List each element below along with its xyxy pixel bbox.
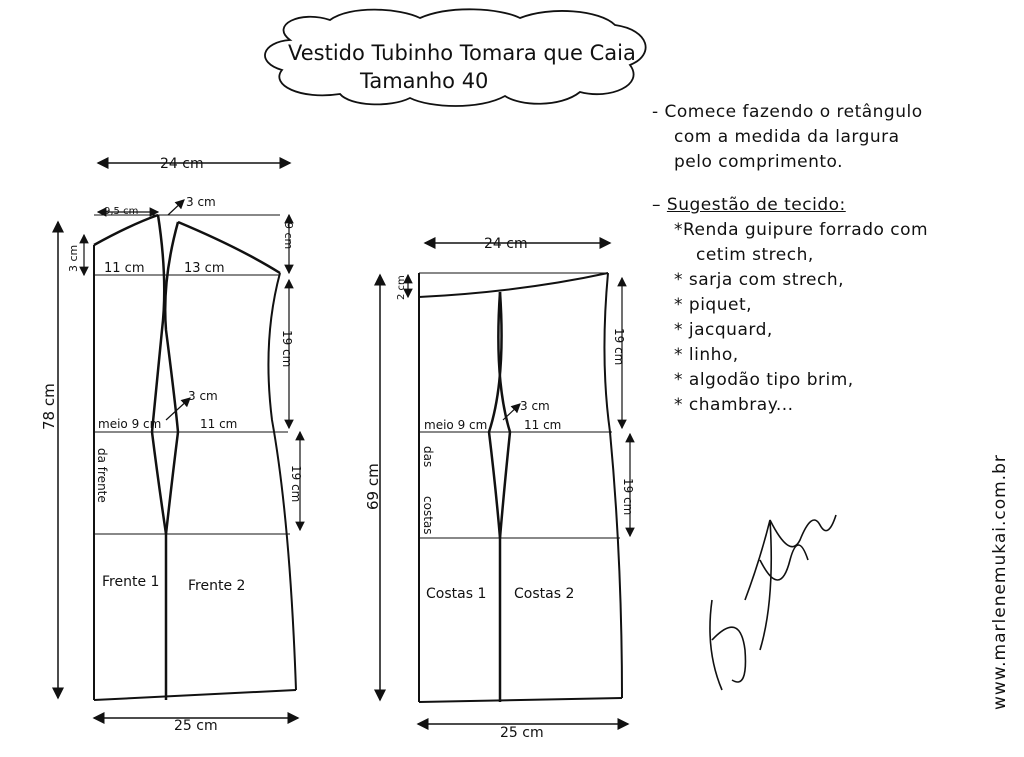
front-center-label: da frente <box>95 448 109 503</box>
back-dart-left <box>487 291 503 702</box>
back-piece-1-label: Costas 1 <box>426 586 486 602</box>
front-neckline-left <box>93 213 159 247</box>
back-top-curve <box>418 272 609 298</box>
instruction-step-1: - Comece fazendo o retângulo <box>652 102 923 122</box>
front-upper-section-label: 19 cm <box>280 330 294 367</box>
fabric-item: * sarja com strech, <box>674 270 845 290</box>
instructions-panel: - Comece fazendo o retângulo com a medid… <box>652 100 997 418</box>
front-dart-right <box>163 221 180 535</box>
front-width-bottom-label: 25 cm <box>174 718 218 734</box>
front-piece-1-label: Frente 1 <box>102 574 159 590</box>
fabric-title-text: Sugestão de tecido: <box>666 195 846 215</box>
instruction-step-1c: pelo comprimento. <box>674 152 844 172</box>
fabric-title: – Sugestão de tecido: <box>652 195 846 215</box>
front-pattern: 24 cm 25 cm 78 cm 9,5 cm 3 cm 3 cm 9 cm … <box>40 156 305 734</box>
back-pattern: 24 cm 25 cm 69 cm 2 cm 19 cm 3 cm meio 9… <box>364 236 635 741</box>
front-dart-left-top-label: 9,5 cm <box>104 206 138 217</box>
fabric-item: * linho, <box>674 345 739 365</box>
front-dart-open-arrow <box>167 199 185 216</box>
front-piece-2-label: Frente 2 <box>188 578 245 594</box>
front-waist-right-label: 11 cm <box>200 417 237 431</box>
front-bottom-edge <box>93 689 297 701</box>
fabric-item: * jacquard, <box>674 320 773 340</box>
website-url: www.marlenemukai.com.br <box>990 454 1010 710</box>
fabric-item: cetim strech, <box>696 245 814 265</box>
front-waist-dart-label: 3 cm <box>188 389 218 403</box>
front-neckline-right <box>177 220 281 275</box>
front-hip-section-label: 19 cm <box>289 465 303 502</box>
back-waist-left-label: meio 9 cm <box>424 418 487 432</box>
fabric-item: *Renda guipure forrado com <box>674 220 929 240</box>
back-center-label-1: das <box>421 446 435 467</box>
fabric-item: * piquet, <box>674 295 753 315</box>
title-cloud <box>264 8 647 107</box>
back-waist-dart-arrow <box>502 403 521 421</box>
back-bottom-edge <box>418 697 623 703</box>
front-dart-open-label: 3 cm <box>186 195 216 209</box>
title-line-2: Tamanho 40 <box>359 69 488 93</box>
front-length-label: 78 cm <box>40 383 58 430</box>
front-center-drop-label: 3 cm <box>67 245 80 272</box>
front-side-drop-label: 9 cm <box>282 222 295 249</box>
front-width-top-label: 24 cm <box>160 156 204 172</box>
back-width-top-label: 24 cm <box>484 236 528 252</box>
back-piece-2-label: Costas 2 <box>514 586 574 602</box>
instruction-step-1b: com a medida da largura <box>674 127 900 147</box>
front-bust-right-label: 13 cm <box>184 261 225 276</box>
back-center-label-2: costas <box>421 496 435 535</box>
front-bust-left-label: 11 cm <box>104 261 145 276</box>
back-hip-section-label: 19 cm <box>621 478 635 515</box>
back-waist-dart-label: 3 cm <box>520 399 550 413</box>
title-line-1: Vestido Tubinho Tomara que Caia <box>288 41 636 65</box>
back-waist-right-label: 11 cm <box>524 418 561 432</box>
back-side-seam <box>603 272 623 699</box>
fabric-item: * chambray... <box>674 395 794 415</box>
back-width-bottom-label: 25 cm <box>500 725 544 741</box>
front-waist-dart-arrow <box>165 397 191 421</box>
fabric-item: * algodão tipo brim, <box>674 370 854 390</box>
back-length-label: 69 cm <box>364 463 382 510</box>
front-waist-left-label: meio 9 cm <box>98 417 161 431</box>
front-dart-left <box>150 214 168 700</box>
back-top-drop-label: 2 cm <box>396 275 407 300</box>
signature <box>709 514 837 691</box>
back-upper-section-label: 19 cm <box>612 328 626 365</box>
back-dart-right <box>497 291 512 539</box>
front-side-seam <box>267 272 297 691</box>
